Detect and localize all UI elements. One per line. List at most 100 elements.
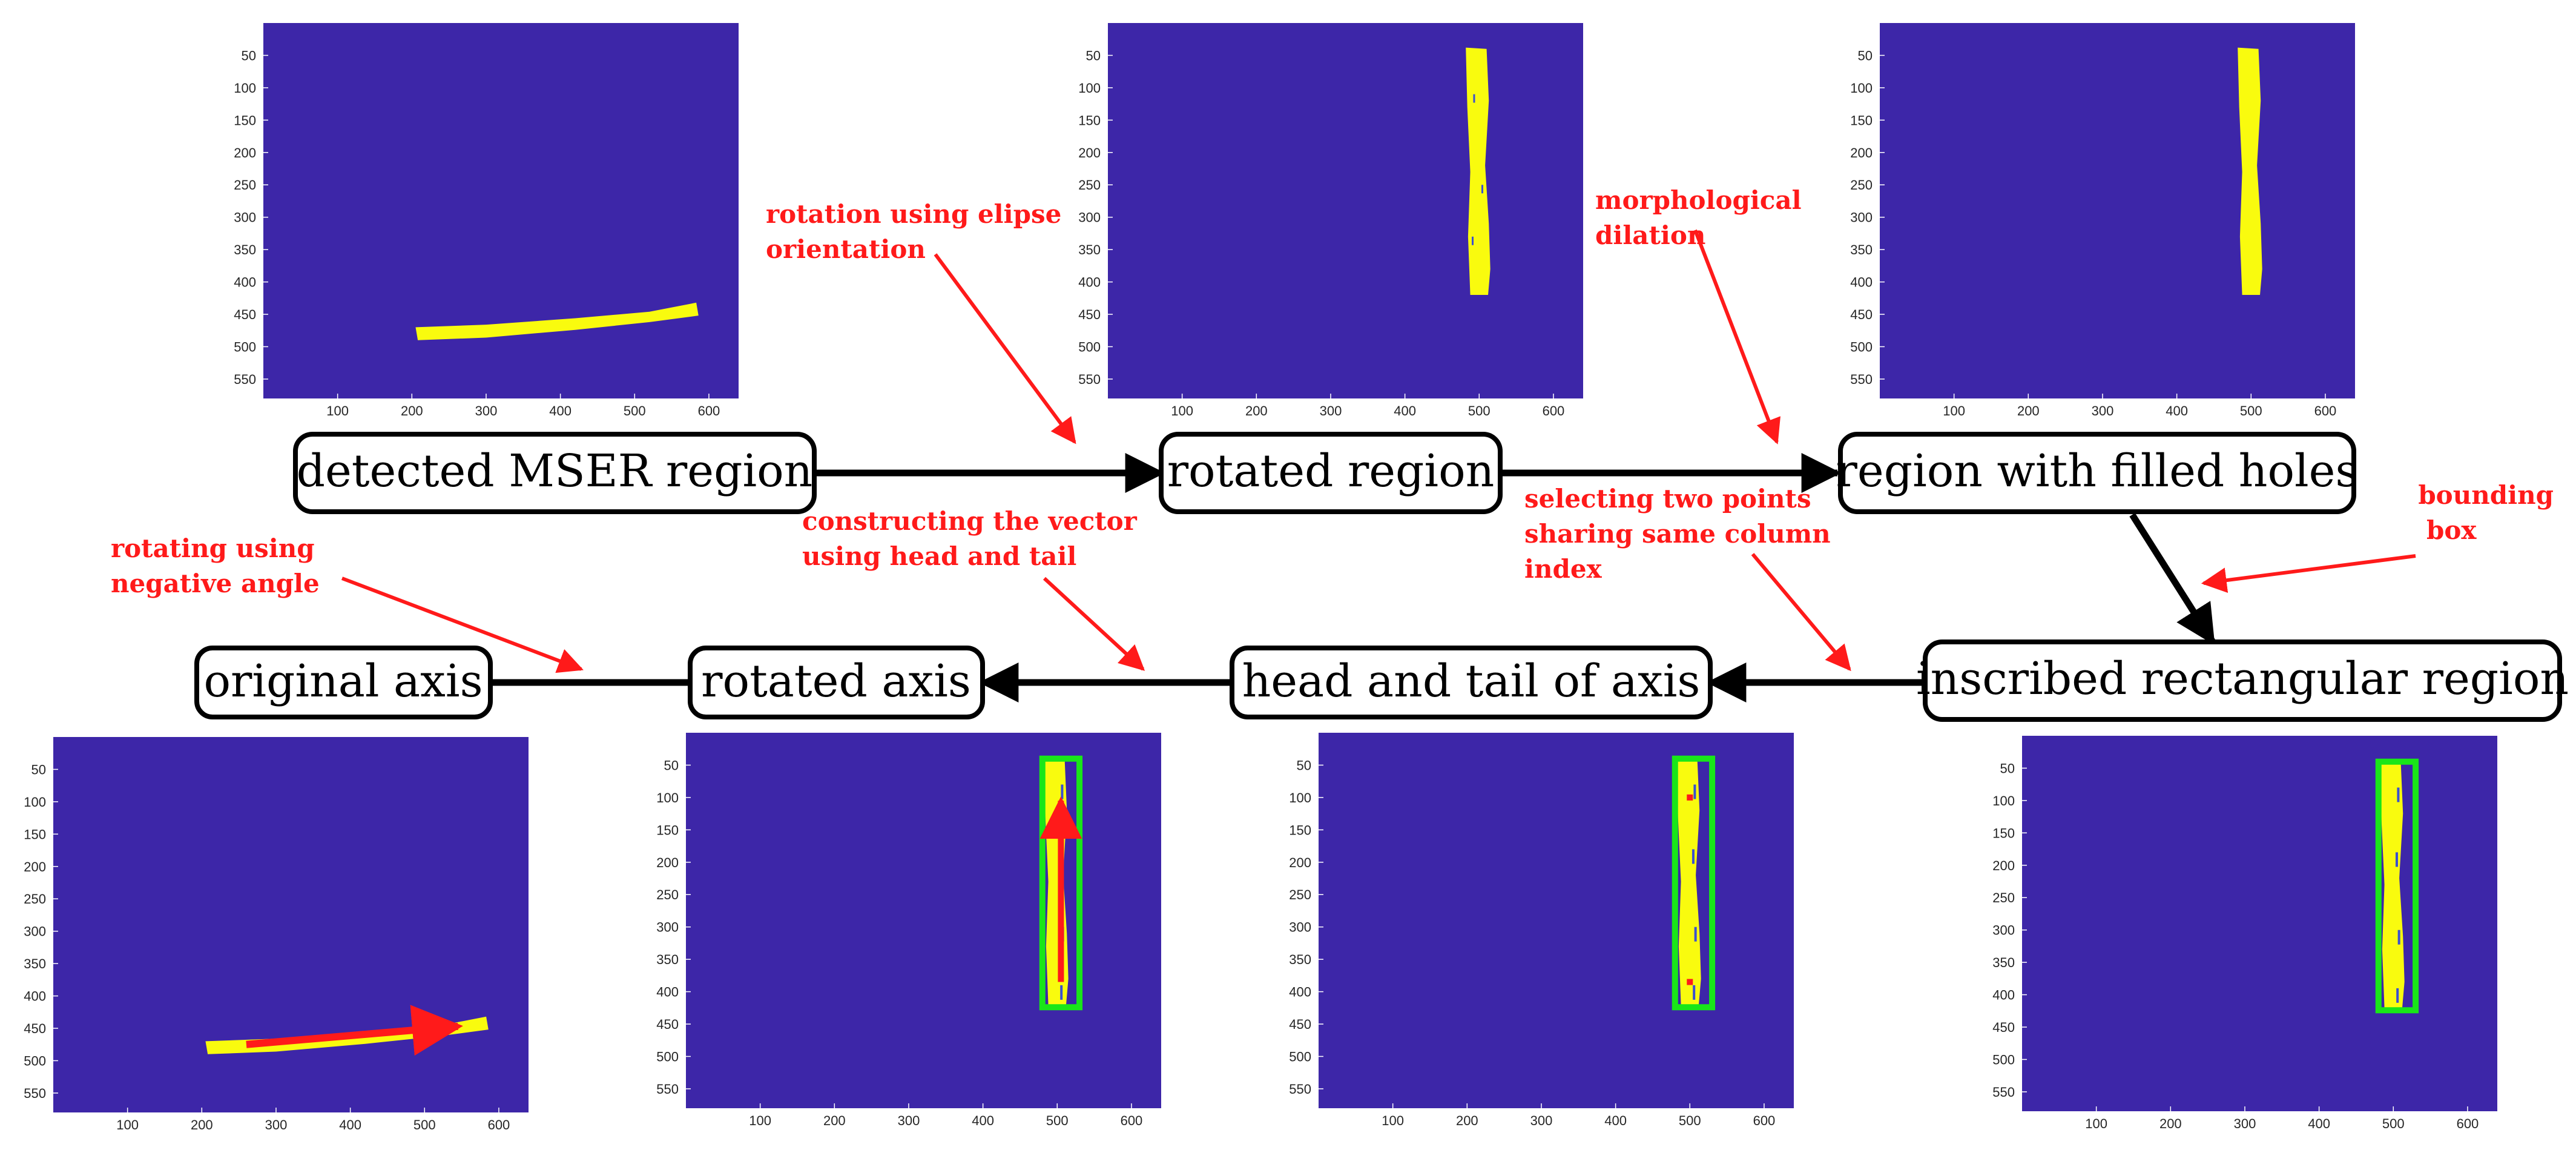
y-tick-label: 450 — [1850, 307, 1873, 322]
y-tick-label: 550 — [1850, 372, 1873, 387]
arrow-rotation-note — [934, 253, 1076, 444]
y-tick-label: 150 — [1992, 825, 2015, 841]
arrow-negative-note — [341, 577, 584, 673]
y-tick-label: 150 — [1289, 822, 1311, 838]
x-tick-label: 500 — [1046, 1113, 1069, 1128]
note-negative-line2: negative angle — [111, 569, 320, 598]
head-point — [1687, 794, 1693, 801]
y-tick-label: 400 — [1078, 275, 1101, 290]
axis-vector — [246, 1005, 463, 1056]
region-shape — [1676, 757, 1701, 1005]
x-tick-label: 400 — [2166, 403, 2188, 418]
y-tick-label: 550 — [1992, 1085, 2015, 1100]
note-selecting: selecting two points sharing same column… — [1524, 484, 1831, 584]
note-bounding-line1: bounding — [2418, 480, 2554, 510]
y-tick-label: 50 — [31, 762, 46, 777]
y-tick-label: 400 — [24, 989, 46, 1004]
note-selecting-line1: selecting two points — [1524, 484, 1811, 514]
region-shape — [2238, 47, 2262, 295]
x-tick-label: 500 — [1679, 1113, 1701, 1128]
y-tick-label: 550 — [24, 1086, 46, 1101]
x-tick-label: 100 — [1382, 1113, 1404, 1128]
x-tick-label: 400 — [549, 403, 572, 418]
y-tick-label: 300 — [1078, 210, 1101, 225]
y-tick-label: 100 — [234, 81, 256, 96]
y-tick-label: 200 — [1850, 145, 1873, 160]
y-tick-label: 450 — [234, 307, 256, 322]
node-inscribed: inscribed rectangular region — [1916, 639, 2569, 722]
note-negative: rotating using negative angle — [111, 534, 320, 598]
y-tick-label: 450 — [24, 1021, 46, 1036]
node-rotated-region: rotated region — [1159, 432, 1503, 514]
y-tick-label: 300 — [24, 924, 46, 939]
annotation-arrows — [341, 229, 2416, 673]
y-tick-label: 50 — [242, 48, 256, 63]
x-tick-label: 200 — [2017, 403, 2040, 418]
region-shape — [2380, 760, 2405, 1008]
y-tick-label: 350 — [234, 242, 256, 257]
y-tick-label: 500 — [234, 339, 256, 354]
x-tick-label: 200 — [401, 403, 423, 418]
y-tick-label: 450 — [656, 1017, 679, 1032]
y-tick-label: 400 — [656, 985, 679, 1000]
x-tick-label: 100 — [116, 1117, 139, 1132]
x-tick-label: 100 — [1943, 403, 1965, 418]
x-tick-label: 400 — [339, 1117, 361, 1132]
y-tick-label: 200 — [1078, 145, 1101, 160]
x-tick-label: 300 — [475, 403, 498, 418]
y-tick-label: 350 — [1992, 955, 2015, 970]
region-shape — [415, 302, 699, 340]
y-tick-label: 100 — [1078, 81, 1101, 96]
note-dilation-line1: morphological — [1595, 185, 1802, 215]
y-tick-label: 250 — [234, 177, 256, 193]
arrow-filled-to-inscribed — [2129, 513, 2216, 646]
node-filled-holes: region with filled holes — [1836, 432, 2358, 514]
bounding-box — [1039, 755, 1083, 1011]
x-tick-label: 300 — [1320, 403, 1342, 418]
x-tick-label: 600 — [1543, 403, 1565, 418]
arrow-dilation-note — [1693, 229, 1780, 444]
y-tick-label: 350 — [656, 952, 679, 967]
x-tick-label: 500 — [2240, 403, 2262, 418]
y-tick-label: 350 — [1289, 952, 1311, 967]
y-tick-label: 100 — [656, 790, 679, 805]
note-constructing: constructing the vector using head and t… — [802, 506, 1138, 571]
y-tick-label: 200 — [24, 859, 46, 874]
note-constructing-line2: using head and tail — [802, 541, 1076, 571]
y-tick-label: 400 — [1289, 985, 1311, 1000]
y-tick-label: 150 — [1078, 113, 1101, 128]
y-tick-label: 200 — [1992, 858, 2015, 873]
x-tick-label: 500 — [1468, 403, 1491, 418]
note-selecting-line2: sharing same column — [1524, 519, 1831, 549]
x-tick-label: 100 — [326, 403, 349, 418]
node-rotated-axis-label: rotated axis — [701, 655, 971, 707]
x-tick-label: 200 — [1245, 403, 1268, 418]
note-rotation-line1: rotation using elipse — [766, 199, 1061, 229]
x-tick-label: 500 — [624, 403, 646, 418]
note-dilation-line2: dilation — [1595, 220, 1705, 250]
arrow-constructing-note — [1043, 577, 1145, 671]
tail-point — [1687, 979, 1693, 985]
arrow-selecting-note — [1751, 553, 1851, 672]
note-constructing-line1: constructing the vector — [802, 506, 1138, 536]
y-tick-label: 500 — [1289, 1049, 1311, 1064]
y-tick-label: 100 — [1992, 793, 2015, 808]
x-tick-label: 600 — [1121, 1113, 1143, 1128]
y-tick-label: 500 — [24, 1053, 46, 1068]
node-head-tail: head and tail of axis — [1230, 646, 1713, 719]
y-tick-label: 400 — [234, 275, 256, 290]
x-tick-label: 200 — [823, 1113, 846, 1128]
y-tick-label: 250 — [1078, 177, 1101, 193]
x-tick-label: 100 — [749, 1113, 771, 1128]
y-tick-label: 150 — [1850, 113, 1873, 128]
y-tick-label: 550 — [656, 1082, 679, 1097]
y-tick-label: 500 — [656, 1049, 679, 1064]
node-inscribed-label: inscribed rectangular region — [1916, 653, 2569, 705]
y-tick-label: 500 — [1992, 1052, 2015, 1067]
y-tick-label: 200 — [1289, 855, 1311, 870]
y-tick-label: 50 — [1297, 758, 1311, 773]
